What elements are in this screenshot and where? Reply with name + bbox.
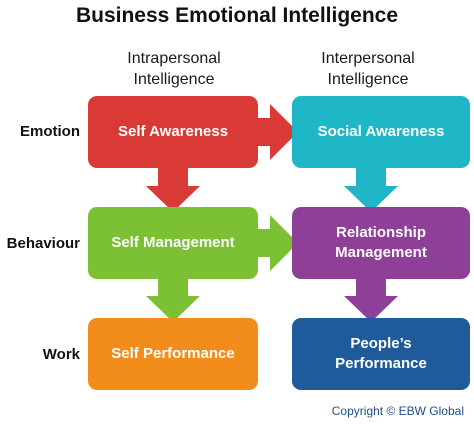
box-label: Self Performance bbox=[111, 345, 235, 362]
column-header-intrapersonal: Intrapersonal Intelligence bbox=[84, 48, 264, 90]
arrow-self-awareness-to-social-awareness bbox=[250, 104, 298, 160]
box-label-line-1: Relationship bbox=[335, 224, 426, 241]
arrow-self-management-to-relationship-management bbox=[250, 215, 298, 271]
box-label: Self Awareness bbox=[117, 123, 229, 140]
arrow-self-management-to-self-performance bbox=[146, 272, 200, 322]
box-label-line-2: Management bbox=[335, 244, 427, 261]
box-peoples-performance: People’s Performance bbox=[292, 318, 470, 390]
box-label: Social Awareness bbox=[317, 123, 445, 140]
box-relationship-management: Relationship Management bbox=[292, 207, 470, 279]
column-header-line-2: Intelligence bbox=[133, 71, 215, 88]
arrow-social-awareness-to-relationship-management bbox=[344, 162, 398, 212]
column-header-line-2: Intelligence bbox=[327, 71, 409, 88]
box-self-management: Self Management bbox=[88, 207, 258, 279]
arrow-self-awareness-to-self-management bbox=[146, 162, 200, 212]
box-label-line-1: People’s bbox=[350, 335, 412, 352]
column-header-line-1: Intrapersonal bbox=[127, 50, 221, 67]
row-label-emotion: Emotion bbox=[20, 123, 80, 140]
box-self-performance: Self Performance bbox=[88, 318, 258, 390]
row-label-work: Work bbox=[42, 346, 80, 363]
box-self-awareness: Self Awareness bbox=[88, 96, 258, 168]
row-label-behaviour: Behaviour bbox=[6, 235, 80, 252]
box-label: Self Management bbox=[111, 234, 235, 251]
box-social-awareness: Social Awareness bbox=[292, 96, 470, 168]
diagram-title: Business Emotional Intelligence bbox=[75, 4, 399, 27]
arrow-relationship-management-to-peoples-performance bbox=[344, 272, 398, 322]
box-label-line-2: Performance bbox=[335, 355, 427, 372]
copyright-text: Copyright © EBW Global bbox=[331, 404, 464, 418]
column-header-line-1: Interpersonal bbox=[321, 50, 415, 67]
column-header-interpersonal: Interpersonal Intelligence bbox=[278, 48, 458, 90]
